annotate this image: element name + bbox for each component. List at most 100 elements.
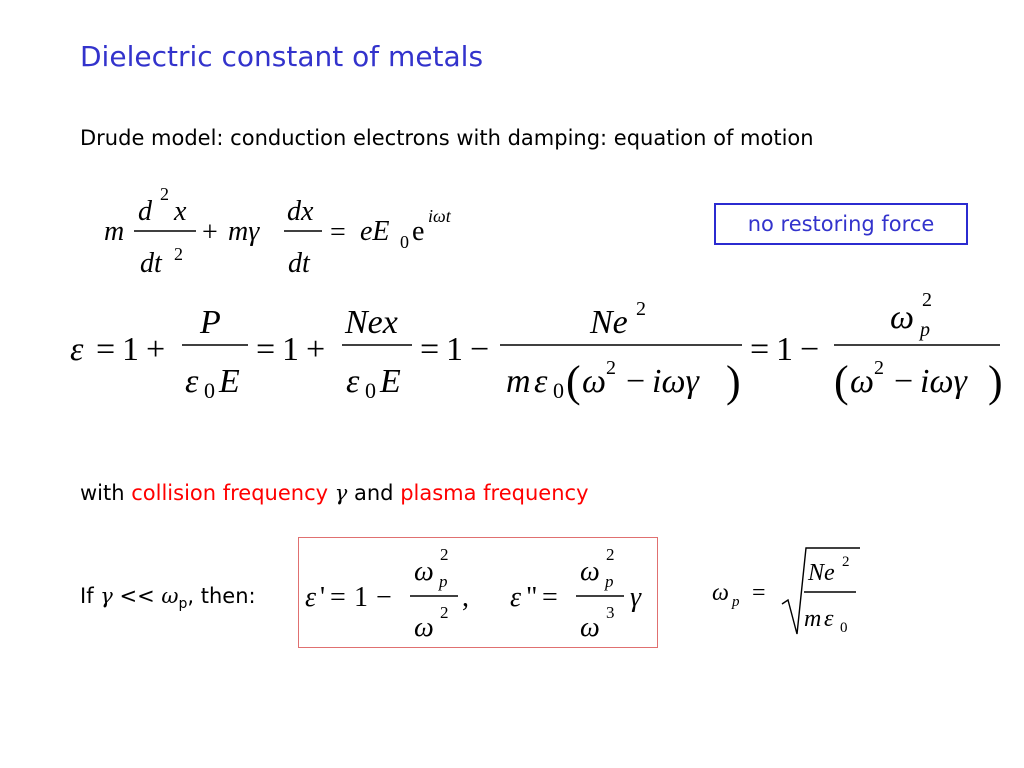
plasma-frequency-definition: ω p = Ne 2 m ε 0 [712,547,860,636]
wp-sub0: 0 [840,620,848,636]
eq2-minus-b: − [894,363,913,400]
eq2-iwg-a: iωγ [652,363,700,400]
eq1-dt2: dt [288,248,311,279]
approx-eq2: = [542,582,558,613]
approx-equations: ε ' = 1 − ω 2 p ω 2 , ε " = ω 2 p ω 3 γ [305,545,642,643]
eq2-Nex: Nex [344,304,398,341]
approx-omega-p1: ω [414,556,434,587]
eq2-lparen-a: ( [566,357,581,406]
wp-omega: ω [712,580,729,606]
eq2-one4: 1 [776,331,793,368]
eq2-iwg-b: iωγ [920,363,968,400]
eq2-sub0-c: 0 [553,378,564,403]
eq2-omega-b: ω [850,363,874,400]
plasma-frequency-label: plasma frequency [400,481,589,505]
approx-eq1: = [330,582,346,613]
prime-2: " [526,582,537,613]
eq2-omega-p: ω [890,299,914,336]
eq2-sub0-a: 0 [204,378,215,403]
gamma-symbol: γ [100,584,113,608]
with-text: with [80,481,132,505]
wp-sup2: 2 [842,554,850,570]
eq2-sup2-b: 2 [606,357,616,379]
eq2-E-a: E [218,363,240,400]
eq1-sub-2: 2 [174,244,183,264]
slide-title: Dielectric constant of metals [80,40,484,73]
eq2-plus2: + [306,331,325,368]
note-box: no restoring force [714,203,968,245]
result-box [298,537,658,648]
eps-double-prime: ε [510,582,521,613]
eq2-omega-a: ω [582,363,606,400]
approx-omega-d1: ω [414,612,434,643]
eq1-exponent: iωt [428,206,452,226]
slide-subtitle: Drude model: conduction electrons with d… [80,126,814,150]
eq1-equals: = [330,217,346,248]
eq2-plus1: + [146,331,165,368]
eq2-E-b: E [379,363,401,400]
much-less-than: << [112,584,162,608]
eq1-sub-0: 0 [400,232,409,252]
approx-sup2-c: 2 [606,545,615,564]
eq1-mgamma: mγ [228,216,260,247]
eq2-eps: ε [70,331,84,368]
eq1-plus: + [202,217,218,248]
if-text: If [80,584,101,608]
approx-sub-p2: p [604,572,614,591]
eq2-eps0-b: ε [346,363,360,400]
eq2-Ne: Ne [589,304,628,341]
wp-Ne: Ne [807,560,835,586]
wp-sub-p: p [731,594,740,610]
wp-equals: = [752,580,766,606]
eq1-eE: eE [360,216,390,247]
approx-sup3: 3 [606,603,615,622]
wp-m: m [804,606,821,632]
and-text: and [347,481,401,505]
approx-omega-d2: ω [580,612,600,643]
approx-one: 1 [354,582,368,613]
approx-sup2-a: 2 [440,545,449,564]
eq2-sup2-d: 2 [874,357,884,379]
dielectric-equation: ε = 1 + P ε 0 E = 1 + Nex ε 0 E = 1 − Ne… [70,289,1003,406]
eq1-x: x [173,196,187,227]
eq2-eq2: = [256,331,275,368]
eq1-e: e [412,216,424,247]
note-text: no restoring force [747,212,935,236]
p-subscript: p [178,596,188,613]
eq2-one2: 1 [282,331,299,368]
prime-1: ' [320,582,325,613]
eq2-rparen-b: ) [988,357,1003,406]
eq2-one1: 1 [122,331,139,368]
eq2-lparen-b: ( [834,357,849,406]
approx-omega-p2: ω [580,556,600,587]
sqrt-sign [781,547,860,635]
approx-minus: − [376,582,392,613]
eq1-dx: dx [287,196,314,227]
eq2-one3: 1 [446,331,463,368]
approx-gamma: γ [630,582,642,613]
eq2-sub0-b: 0 [365,378,376,403]
frequency-sentence: with collision frequency γ and plasma fr… [80,481,589,505]
wp-eps: ε [824,606,834,632]
approx-sub-p1: p [438,572,448,591]
approx-comma: , [462,582,469,613]
eq2-minus2: − [800,331,819,368]
eps-prime: ε [305,582,316,613]
eq2-eq4: = [750,331,769,368]
eq1-dt: dt [140,248,163,279]
eq2-eps0-a: ε [185,363,199,400]
collision-frequency-label: collision frequency [131,481,329,505]
eq2-P: P [199,304,221,341]
eq2-minus-a: − [626,363,645,400]
eq2-rparen-a: ) [726,357,741,406]
eq2-eq3: = [420,331,439,368]
omega-symbol: ω [161,584,179,608]
eq2-m: m [506,363,531,400]
eq2-eps0-c: ε [534,363,548,400]
approx-sup2-b: 2 [440,603,449,622]
eq2-sub-p: p [918,319,930,341]
equation-of-motion: m d 2 x dt 2 + mγ dx dt = eE 0 e iωt [104,184,452,279]
eq1-m: m [104,216,124,247]
gamma-symbol: γ [334,481,348,505]
